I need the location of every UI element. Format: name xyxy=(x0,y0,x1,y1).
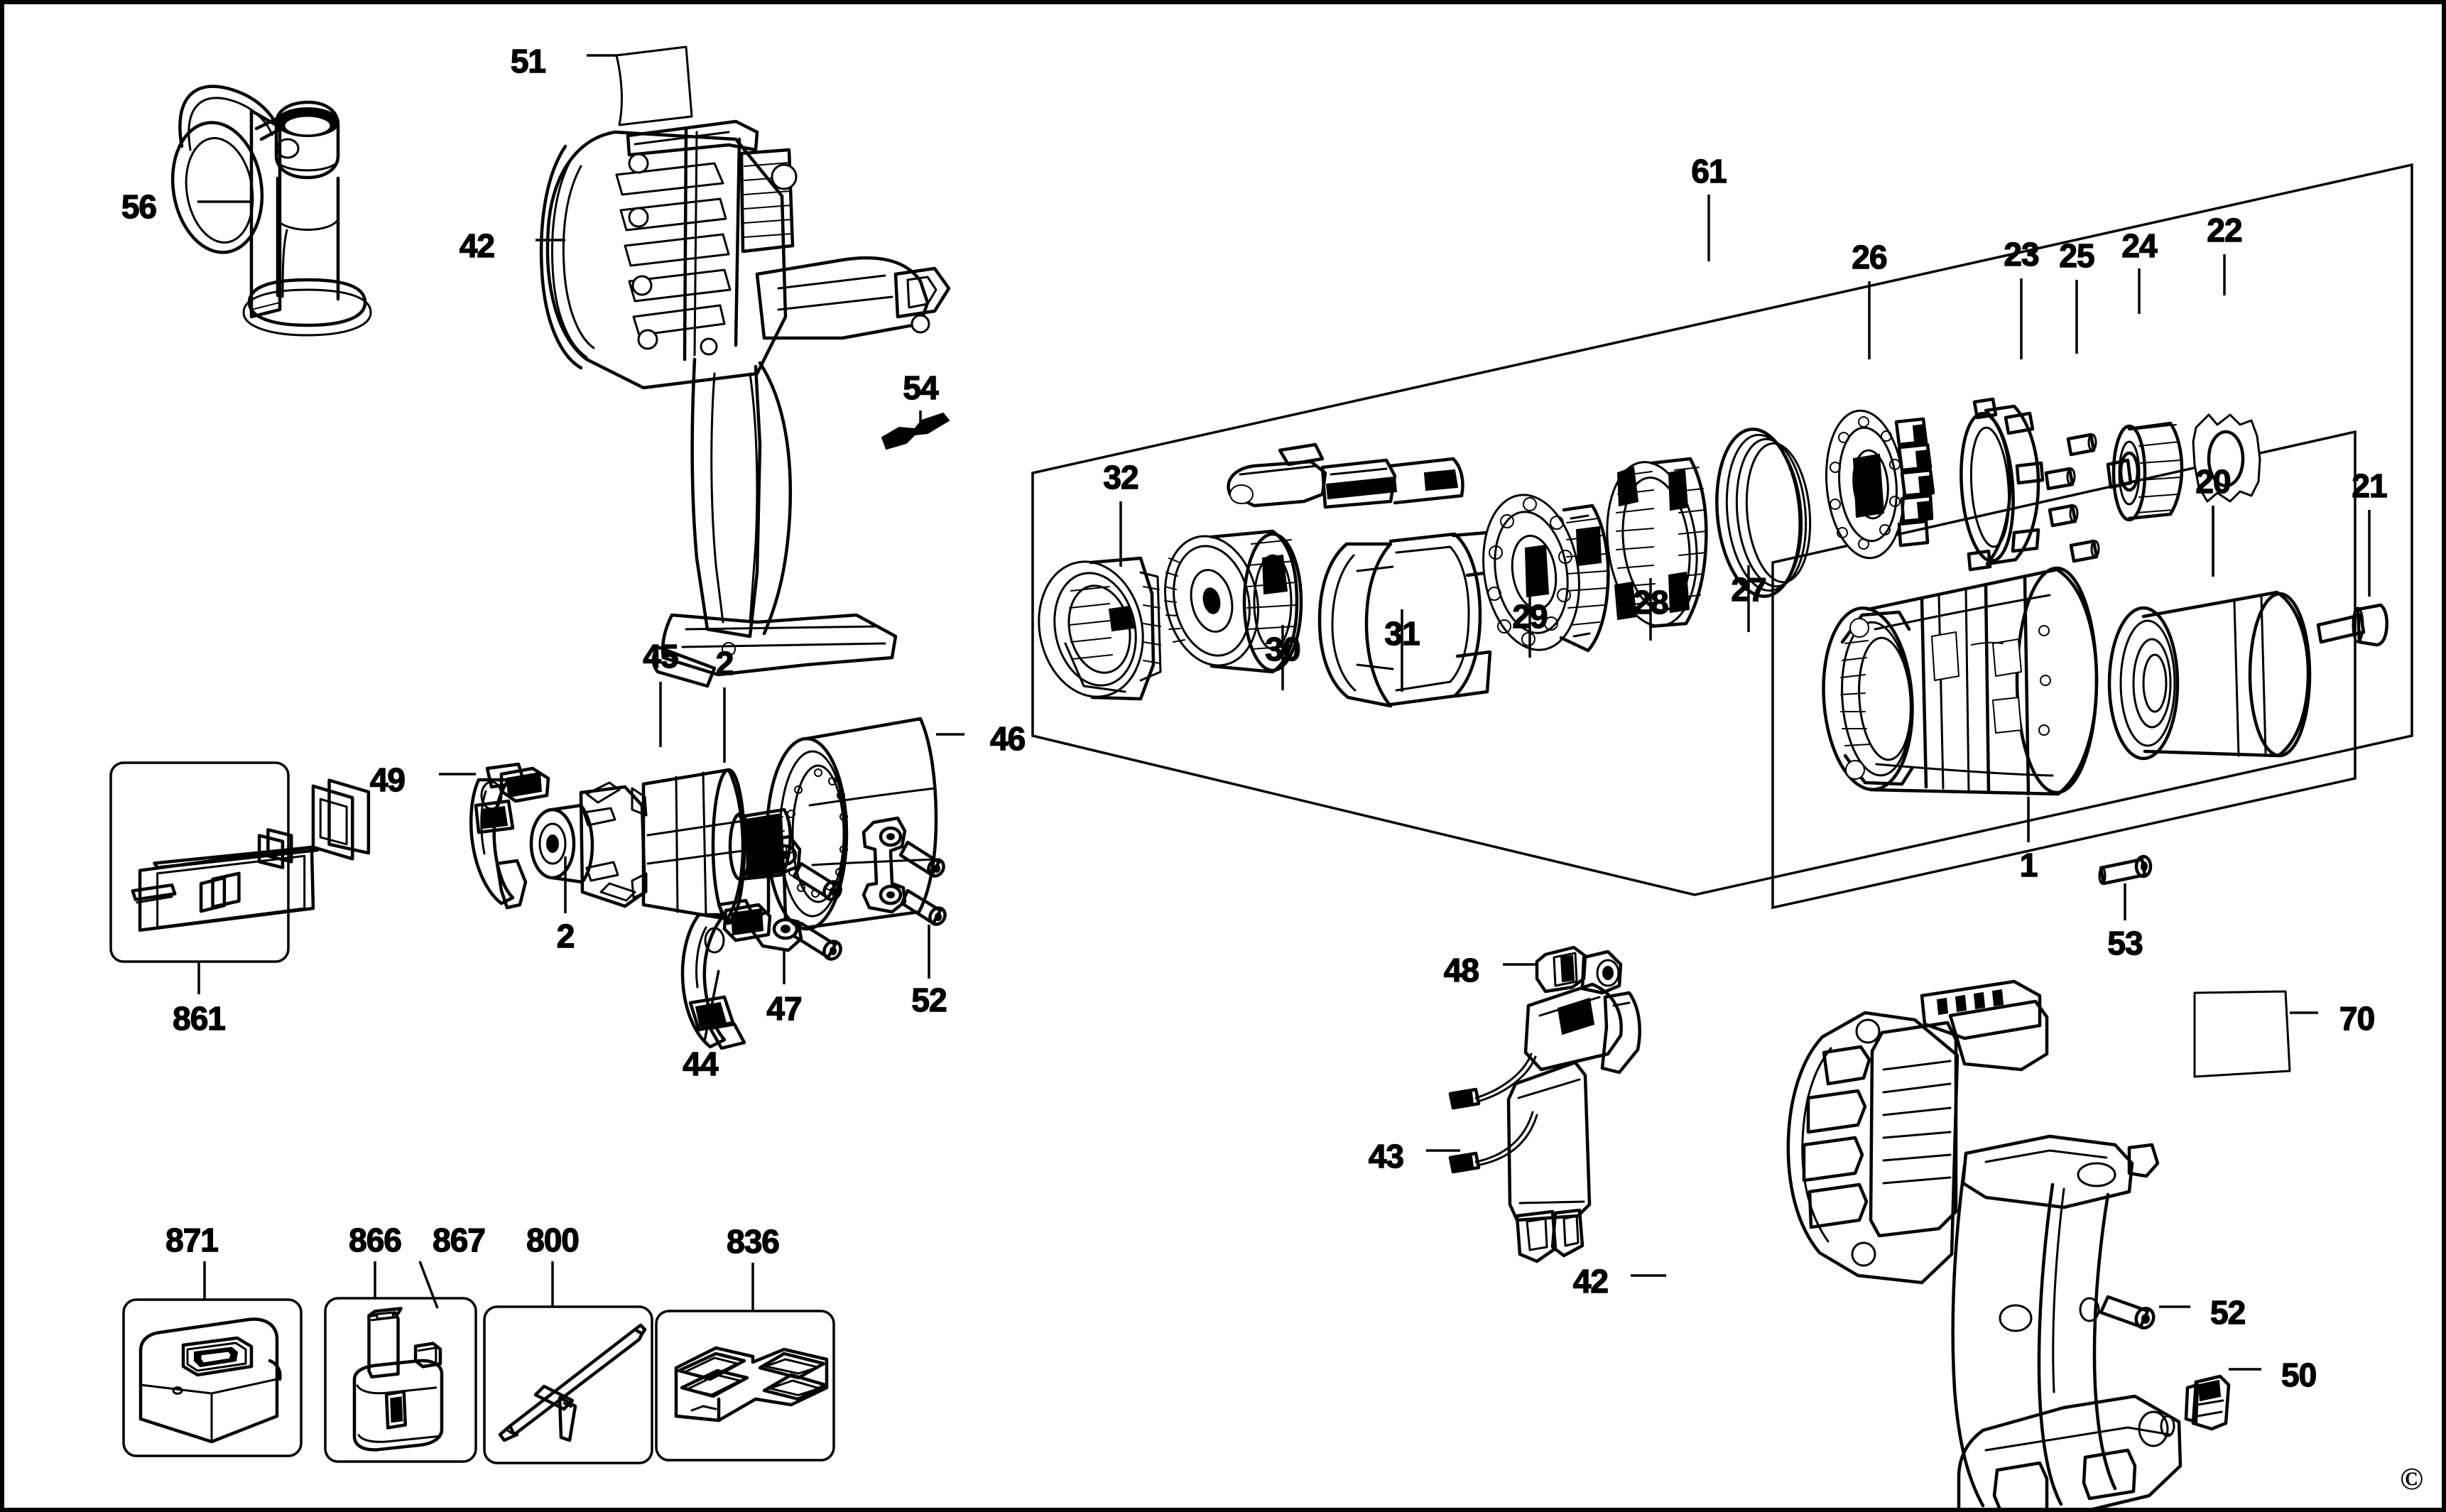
callout-2-upper: 2 xyxy=(715,645,734,682)
callout-45: 45 xyxy=(643,638,680,675)
callout-53: 53 xyxy=(2107,925,2144,962)
callout-21: 21 xyxy=(2352,467,2388,504)
callout-25: 25 xyxy=(2059,237,2096,274)
part-51-nameplate xyxy=(616,47,692,125)
part-48-switch xyxy=(1537,947,1621,993)
callout-42-left: 42 xyxy=(459,227,496,264)
part-20-chuck xyxy=(2109,592,2310,758)
callout-31: 31 xyxy=(1384,615,1421,652)
callout-27: 27 xyxy=(1731,571,1768,608)
callout-23: 23 xyxy=(2004,236,2040,273)
part-52-screws-left xyxy=(864,818,948,927)
callout-52-right: 52 xyxy=(2209,1294,2246,1331)
part-49-brush-holder xyxy=(471,764,548,908)
callout-50: 50 xyxy=(2281,1356,2317,1393)
callout-861: 861 xyxy=(172,1000,226,1037)
box-800 xyxy=(484,1307,652,1463)
part-22-star-washer xyxy=(2193,415,2260,501)
part-46-field-stator xyxy=(767,719,936,929)
callout-26: 26 xyxy=(1852,239,1888,276)
callout-61: 61 xyxy=(1691,153,1728,190)
part-54-spring-clip xyxy=(882,413,949,449)
part-24-spindle-collar xyxy=(2108,423,2182,520)
part-23-clutch-plate xyxy=(1957,399,2043,570)
callout-47: 47 xyxy=(766,990,803,1027)
part-21-chuck-screw xyxy=(2318,605,2387,645)
callout-52-left: 52 xyxy=(911,981,948,1018)
part-53-screw xyxy=(2099,856,2151,883)
frame-1 xyxy=(1773,432,2355,908)
part-29-planet-carrier xyxy=(1473,488,1609,657)
callout-70: 70 xyxy=(2339,1000,2376,1037)
copyright-mark: © xyxy=(2400,1462,2423,1496)
part-30-planet-gears xyxy=(1153,528,1301,675)
callout-30: 30 xyxy=(1265,631,1302,668)
callout-56: 56 xyxy=(121,188,158,225)
box-866-867 xyxy=(325,1298,476,1462)
part-28-ring-gear xyxy=(1598,457,1706,631)
part-43-trigger-switch xyxy=(1450,984,1640,1261)
part-42-housing-right xyxy=(1788,981,2180,1512)
callout-42-right: 42 xyxy=(1572,1263,1609,1300)
callout-1: 1 xyxy=(2019,847,2038,883)
callout-51: 51 xyxy=(510,43,547,80)
part-27-clutch-ring xyxy=(1710,425,1815,599)
diagram-artwork xyxy=(4,4,2446,1512)
box-871 xyxy=(124,1300,301,1456)
callout-29: 29 xyxy=(1512,598,1549,635)
part-70-label xyxy=(2195,991,2290,1077)
callout-866: 866 xyxy=(348,1222,402,1258)
callout-867: 867 xyxy=(432,1222,486,1258)
part-45-armature xyxy=(531,770,790,920)
part-44-brush-plate xyxy=(683,901,770,1048)
callout-44: 44 xyxy=(683,1045,719,1082)
callout-2-lower: 2 xyxy=(556,918,575,954)
leader-lines xyxy=(197,55,2369,1369)
part-26-clutch-cam xyxy=(1820,408,1933,562)
callout-43: 43 xyxy=(1368,1138,1405,1175)
callout-49: 49 xyxy=(369,761,406,798)
callout-24: 24 xyxy=(2121,227,2158,264)
callout-836: 836 xyxy=(726,1223,780,1260)
part-52-screw-right xyxy=(2101,1297,2156,1330)
callout-20: 20 xyxy=(2195,463,2232,500)
callout-32: 32 xyxy=(1103,459,1140,496)
part-50-terminal-clip xyxy=(2186,1376,2229,1429)
callout-800: 800 xyxy=(526,1222,580,1258)
callout-54: 54 xyxy=(903,369,940,406)
callout-48: 48 xyxy=(1443,952,1480,989)
part-47-link-bracket xyxy=(753,837,844,962)
box-861 xyxy=(111,763,369,962)
callout-28: 28 xyxy=(1633,584,1670,621)
part-32-end-cap xyxy=(1027,552,1161,707)
box-836 xyxy=(656,1311,834,1460)
part-42-housing-left xyxy=(541,121,949,686)
callout-871: 871 xyxy=(165,1222,219,1258)
callout-22: 22 xyxy=(2207,212,2244,249)
part-25-pins xyxy=(2046,435,2099,561)
callout-46: 46 xyxy=(989,720,1026,757)
part-1-gearbox-assembly xyxy=(1817,568,2097,794)
part-56-side-handle xyxy=(163,87,371,335)
frame-61 xyxy=(1033,165,2412,895)
